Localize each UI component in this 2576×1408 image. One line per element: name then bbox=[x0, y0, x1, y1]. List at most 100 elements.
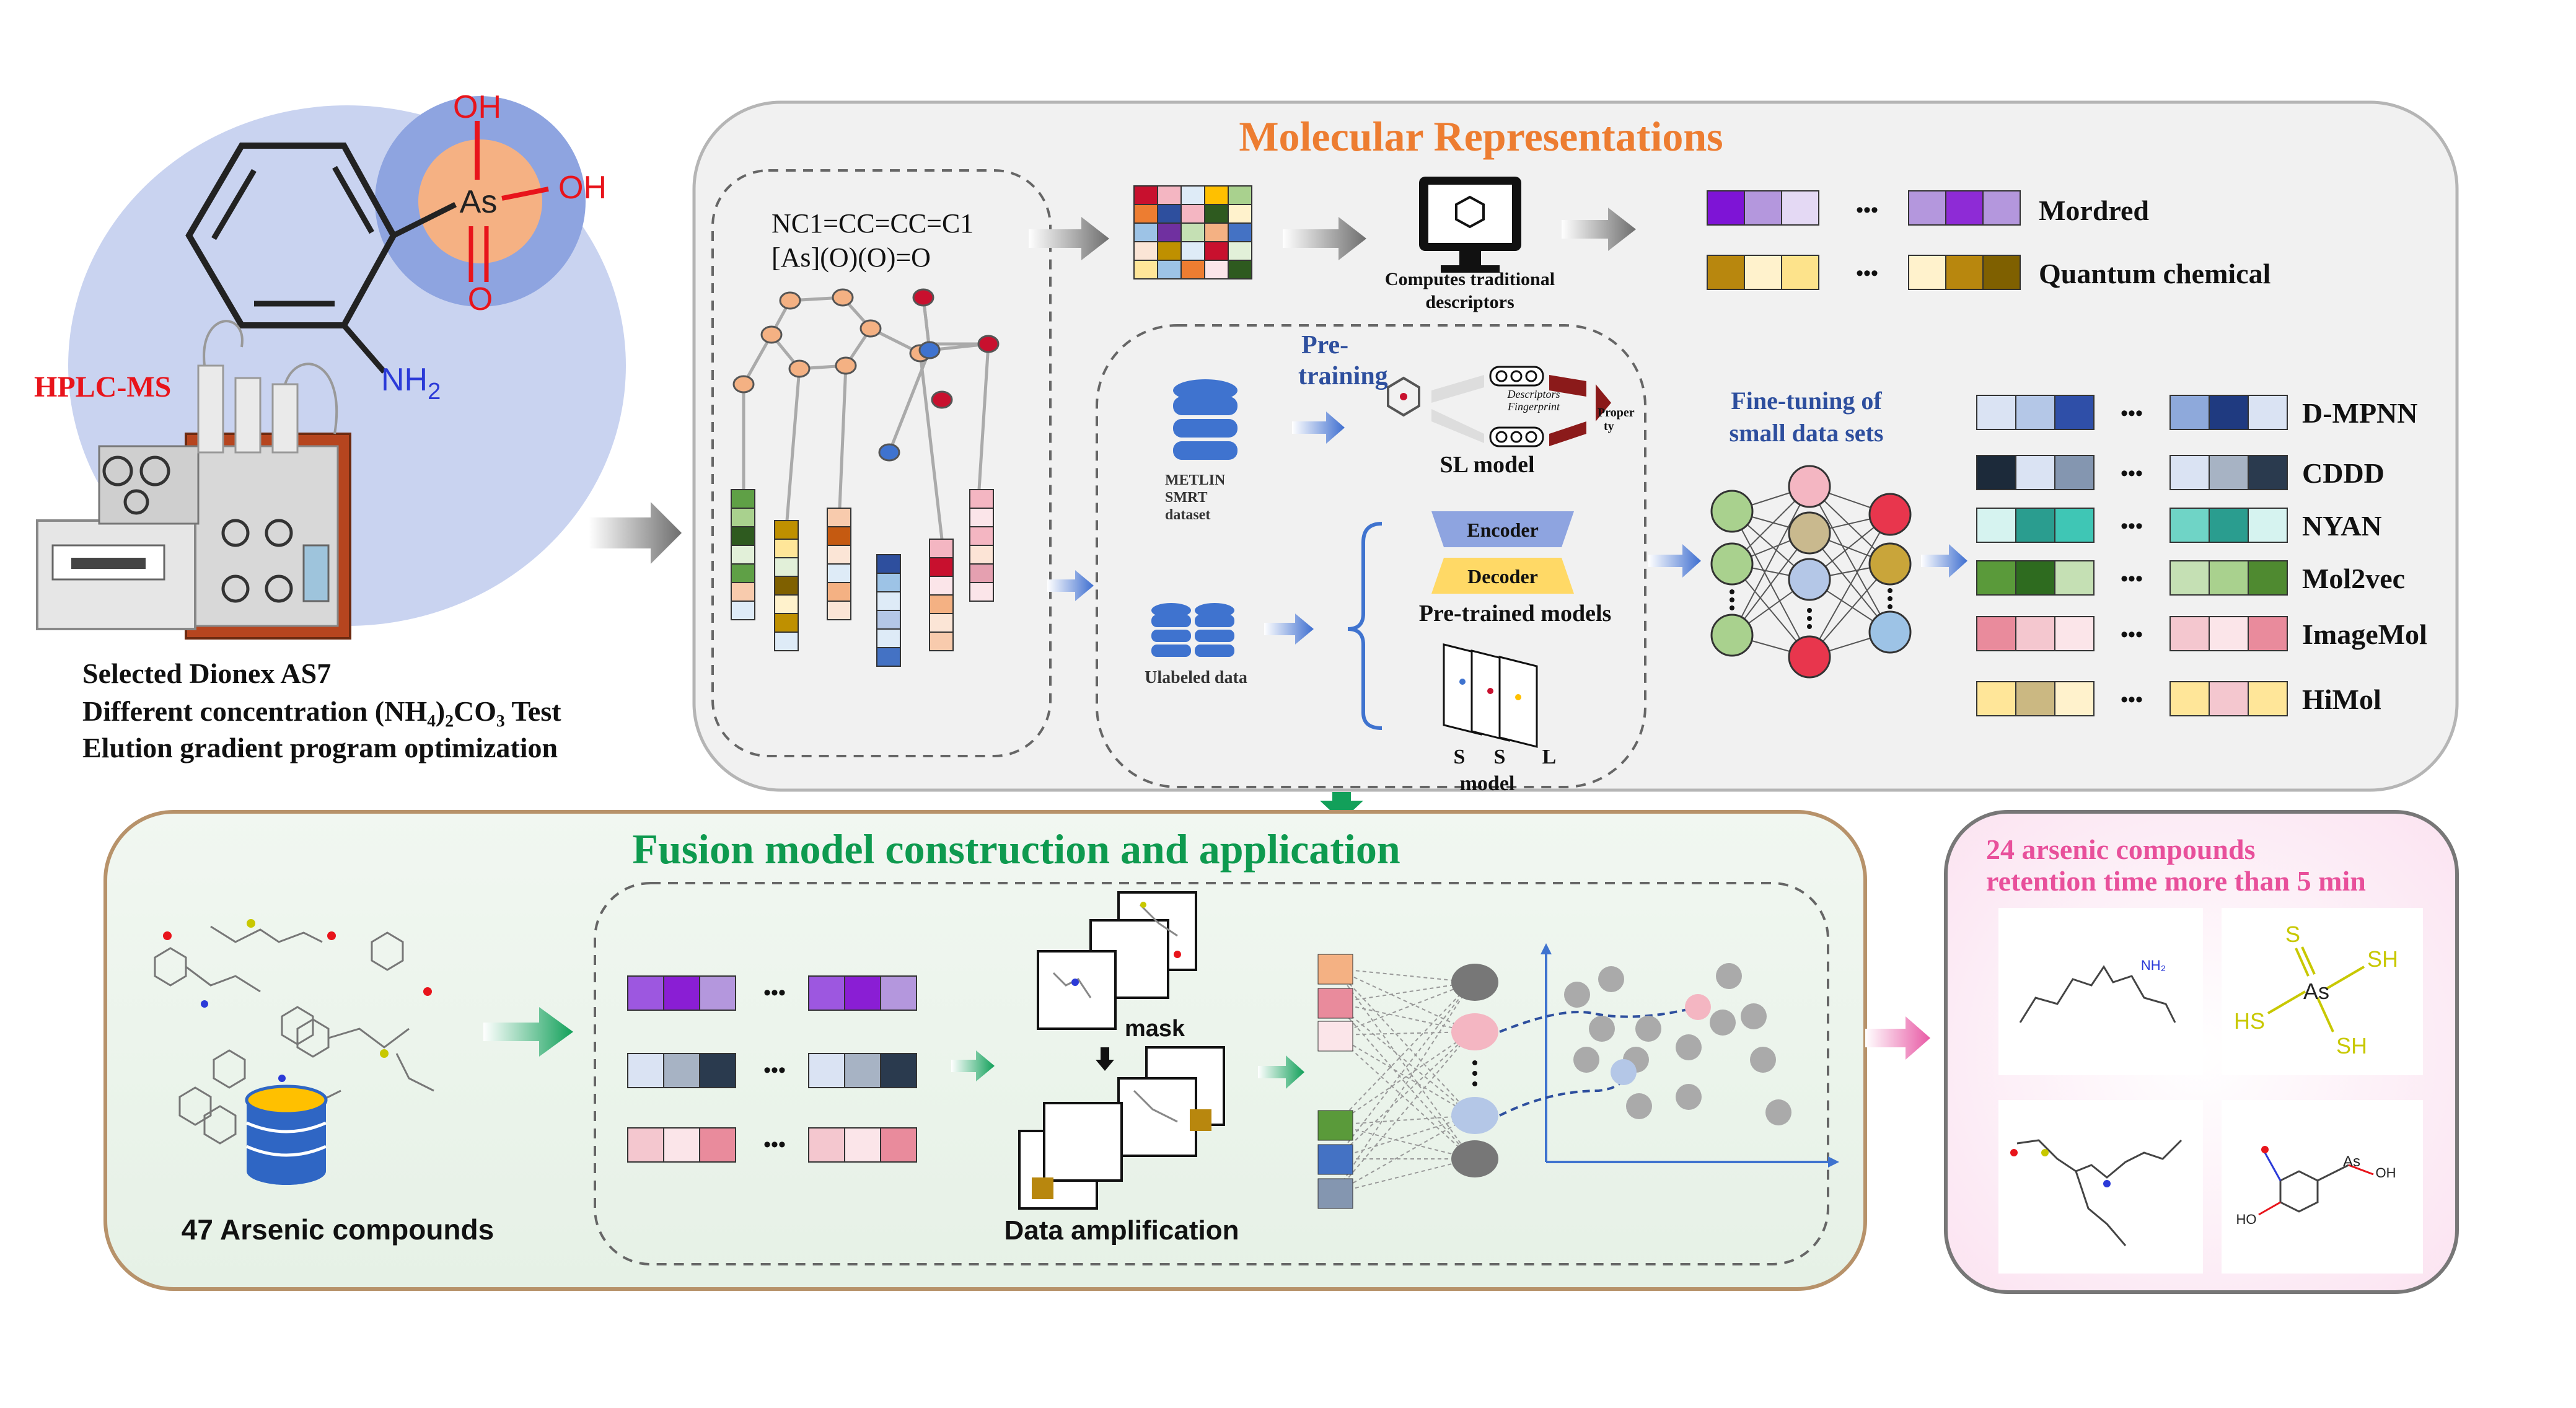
dmpnn-ellipsis: ••• bbox=[2121, 402, 2143, 425]
finetune-label-line-1: Fine-tuning of bbox=[1731, 387, 1882, 415]
result-title-line-2: retention time more than 5 min bbox=[1986, 865, 2366, 897]
dmpnn-label: D-MPNN bbox=[2302, 397, 2418, 429]
metlin-label-line-3: dataset bbox=[1165, 507, 1210, 523]
nyan-label: NYAN bbox=[2302, 510, 2382, 542]
structure-4-ho-label: HO bbox=[2236, 1212, 2257, 1227]
condition-line-1: Selected Dionex AS7 bbox=[82, 658, 331, 689]
hplc-ms-label: HPLC-MS bbox=[34, 371, 171, 403]
pretraining-label-line-1: Pre- bbox=[1301, 331, 1348, 359]
metlin-database-icon bbox=[1173, 379, 1237, 460]
decoder-block bbox=[1431, 558, 1574, 594]
representations-title: Molecular Representations bbox=[1239, 113, 1723, 160]
mol2vec-label: Mol2vec bbox=[2302, 563, 2405, 594]
nh2-label: NH2 bbox=[381, 362, 441, 405]
ring-n-bond bbox=[341, 323, 387, 374]
himol-ellipsis: ••• bbox=[2121, 688, 2143, 711]
unlabeled-database-icon bbox=[1151, 603, 1234, 657]
hplc-instrument-illustration bbox=[36, 320, 351, 640]
arrow-to-computer bbox=[1283, 217, 1366, 260]
compounds-count-label: 47 Arsenic compounds bbox=[182, 1213, 494, 1246]
structure-4-as-label: As bbox=[2343, 1153, 2360, 1170]
pretrained-models-label: Pre-trained models bbox=[1419, 601, 1612, 627]
result-structure-2 bbox=[2222, 908, 2423, 1075]
metlin-label-line-1: METLIN bbox=[1165, 472, 1226, 488]
sl-property-label-2: ty bbox=[1604, 420, 1614, 433]
fusion-scatter-plot bbox=[1499, 943, 1839, 1168]
imagemol-label: ImageMol bbox=[2302, 618, 2427, 650]
condition-line-3: Elution gradient program optimization bbox=[82, 732, 558, 763]
hplc-section: OH OH As O NH2 HPLC-MS bbox=[34, 89, 626, 763]
mordred-ellipsis: ••• bbox=[1856, 198, 1878, 222]
fusion-vectors bbox=[627, 975, 917, 1163]
result-structure-3 bbox=[1998, 1100, 2203, 1274]
smiles-line-1: NC1=CC=CC=C1 bbox=[771, 208, 974, 239]
computes-label-line-1: Computes traditional bbox=[1385, 269, 1555, 289]
as-label: As bbox=[460, 184, 498, 220]
compounds-database-icon bbox=[245, 1085, 328, 1185]
arrow-to-representations bbox=[589, 502, 682, 564]
structure-2-sh-bottom-label: SH bbox=[2336, 1033, 2367, 1058]
arrow-to-descriptors bbox=[1562, 208, 1636, 251]
imagemol-vectors bbox=[1976, 616, 2288, 651]
arrow-to-pretrained bbox=[1264, 614, 1314, 645]
unlabeled-data-label: Ulabeled data bbox=[1145, 668, 1247, 687]
arsenic-compounds-collage bbox=[154, 925, 434, 1145]
arrow-to-sl-model bbox=[1292, 411, 1345, 444]
nyan-ellipsis: ••• bbox=[2121, 514, 2143, 538]
arrow-into-finetune bbox=[1648, 544, 1701, 578]
structure-1-bonds bbox=[2019, 965, 2176, 1023]
result-structure-4 bbox=[2222, 1100, 2423, 1274]
molecule-structure: OH OH As O NH2 bbox=[185, 89, 607, 405]
structure-4-bonds bbox=[2258, 1146, 2374, 1216]
ssl-s1-label: S bbox=[1454, 746, 1466, 768]
sl-property-label-1: Proper bbox=[1598, 406, 1635, 420]
as-inner-halo bbox=[418, 139, 542, 263]
fusion-panel: Fusion model construction and applicatio… bbox=[103, 810, 1867, 1291]
amplification-cards bbox=[1018, 891, 1225, 1210]
computes-label-line-2: descriptors bbox=[1425, 292, 1514, 312]
result-panel: 24 arsenic compounds retention time more… bbox=[1944, 810, 2459, 1294]
ssl-model-illustration bbox=[1443, 643, 1538, 748]
arrow-to-fusion-inner bbox=[483, 1007, 573, 1057]
o-label: O bbox=[468, 281, 493, 317]
arrow-down-to-fusion bbox=[1320, 792, 1363, 821]
as-oh-right-bond bbox=[501, 187, 549, 201]
metlin-label-line-2: SMRT bbox=[1165, 490, 1208, 506]
pretrained-brace bbox=[1347, 522, 1383, 730]
fusion-row-3-ellipsis: ••• bbox=[763, 1133, 786, 1156]
arrow-to-results bbox=[1865, 1016, 1930, 1060]
condition-line-2: Different concentration (NH₄)₂CO₃ Test bbox=[82, 695, 561, 727]
mol2vec-vectors bbox=[1976, 560, 2288, 596]
arrow-to-matrix bbox=[1029, 217, 1109, 260]
sl-fingerprint-label: Fingerprint bbox=[1507, 400, 1560, 413]
cddd-label: CDDD bbox=[2302, 457, 2385, 489]
cddd-vectors bbox=[1976, 455, 2288, 490]
arrow-to-fusion-net bbox=[1258, 1055, 1304, 1089]
computer-icon bbox=[1419, 177, 1521, 273]
arrow-into-pretraining bbox=[1047, 570, 1094, 601]
arrow-to-amplification bbox=[951, 1050, 995, 1081]
structure-2-sh-top-label: SH bbox=[2367, 946, 2398, 972]
cddd-ellipsis: ••• bbox=[2121, 462, 2143, 485]
quantum-ellipsis: ••• bbox=[1856, 262, 1878, 285]
ring-as-bond bbox=[392, 201, 457, 239]
sl-model-label: SL model bbox=[1440, 452, 1534, 478]
imagemol-ellipsis: ••• bbox=[2121, 623, 2143, 646]
mordred-label: Mordred bbox=[2039, 195, 2149, 226]
arrow-to-learned-representations bbox=[1921, 544, 1967, 578]
result-title-line-1: 24 arsenic compounds bbox=[1986, 834, 2255, 865]
fusion-row-2-ellipsis: ••• bbox=[763, 1058, 786, 1082]
mask-label: mask bbox=[1125, 1016, 1185, 1042]
structure-2-bonds bbox=[2267, 946, 2365, 1032]
molecular-graph-box bbox=[711, 169, 1052, 757]
molecular-representations-panel: Molecular Representations NC1=CC=CC=C1 [… bbox=[692, 100, 2459, 795]
quantum-vectors bbox=[1707, 255, 2021, 290]
structure-4-oh-label: OH bbox=[2376, 1165, 2396, 1181]
structure-3-bonds bbox=[2010, 1139, 2183, 1246]
fusion-network bbox=[1317, 954, 1498, 1209]
oh-right-label: OH bbox=[558, 170, 607, 206]
mol2vec-ellipsis: ••• bbox=[2121, 567, 2143, 591]
benzene-double-bond bbox=[211, 169, 257, 240]
nyan-vectors bbox=[1976, 508, 2288, 543]
himol-vectors bbox=[1976, 681, 2288, 716]
